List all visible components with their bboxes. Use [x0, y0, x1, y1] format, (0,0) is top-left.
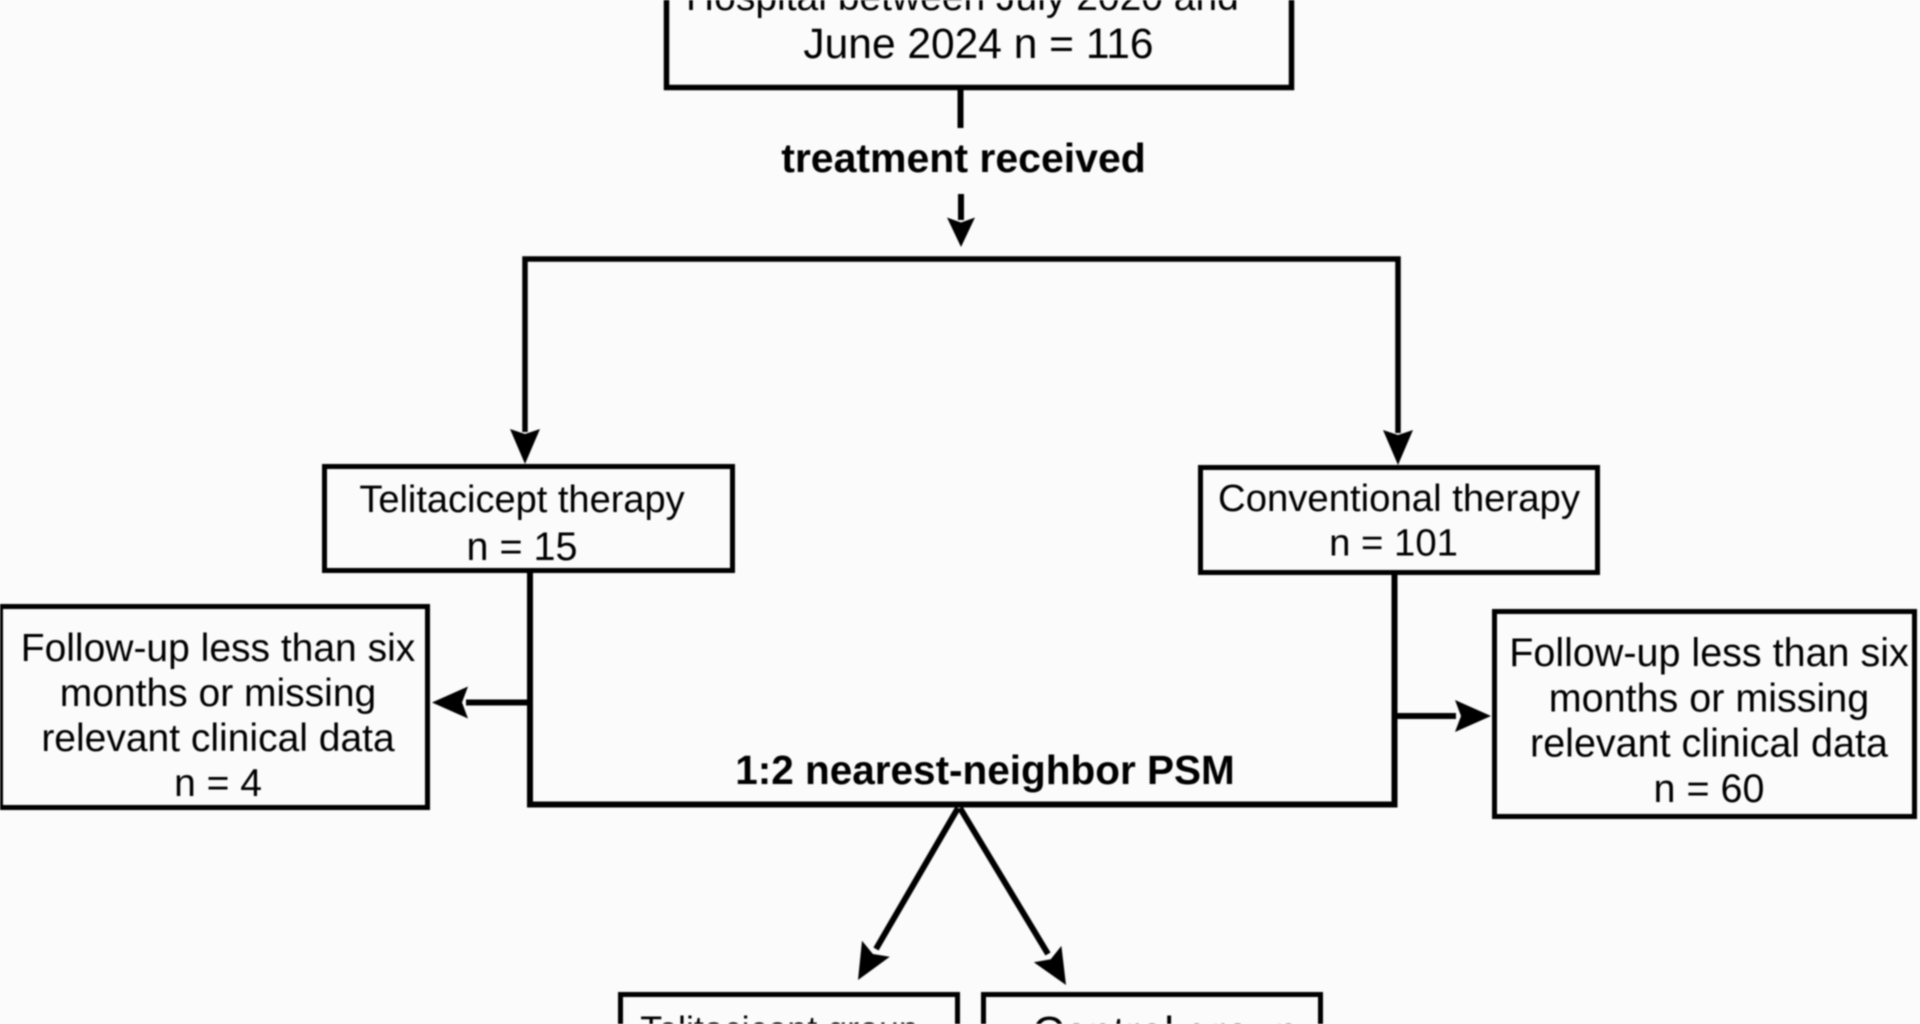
svg-text:Follow-up less than six: Follow-up less than six	[21, 627, 416, 670]
svg-text:relevant clinical data: relevant clinical data	[1530, 722, 1888, 766]
svg-text:1:2 nearest-neighbor PSM: 1:2 nearest-neighbor PSM	[735, 747, 1235, 793]
svg-text:June 2024 n = 116: June 2024 n = 116	[803, 21, 1153, 68]
svg-text:months or missing: months or missing	[60, 672, 376, 715]
svg-text:Conventional therapy: Conventional therapy	[1218, 477, 1581, 520]
svg-text:n = 60: n = 60	[1654, 767, 1765, 811]
svg-text:Control group: Control group	[1032, 1008, 1299, 1024]
svg-text:Follow-up less than six: Follow-up less than six	[1509, 631, 1909, 675]
svg-text:Hospital between July 2020 and: Hospital between July 2020 and	[686, 0, 1239, 19]
svg-text:relevant clinical data: relevant clinical data	[41, 717, 395, 760]
svg-text:n = 4: n = 4	[174, 762, 262, 805]
svg-text:treatment received: treatment received	[781, 135, 1146, 181]
svg-text:months or missing: months or missing	[1549, 676, 1870, 720]
svg-text:n = 101: n = 101	[1329, 522, 1458, 565]
svg-text:n = 15: n = 15	[467, 525, 578, 569]
svg-text:Telitacicept therapy: Telitacicept therapy	[359, 479, 684, 521]
svg-text:Telitacicept group: Telitacicept group	[640, 1010, 919, 1024]
